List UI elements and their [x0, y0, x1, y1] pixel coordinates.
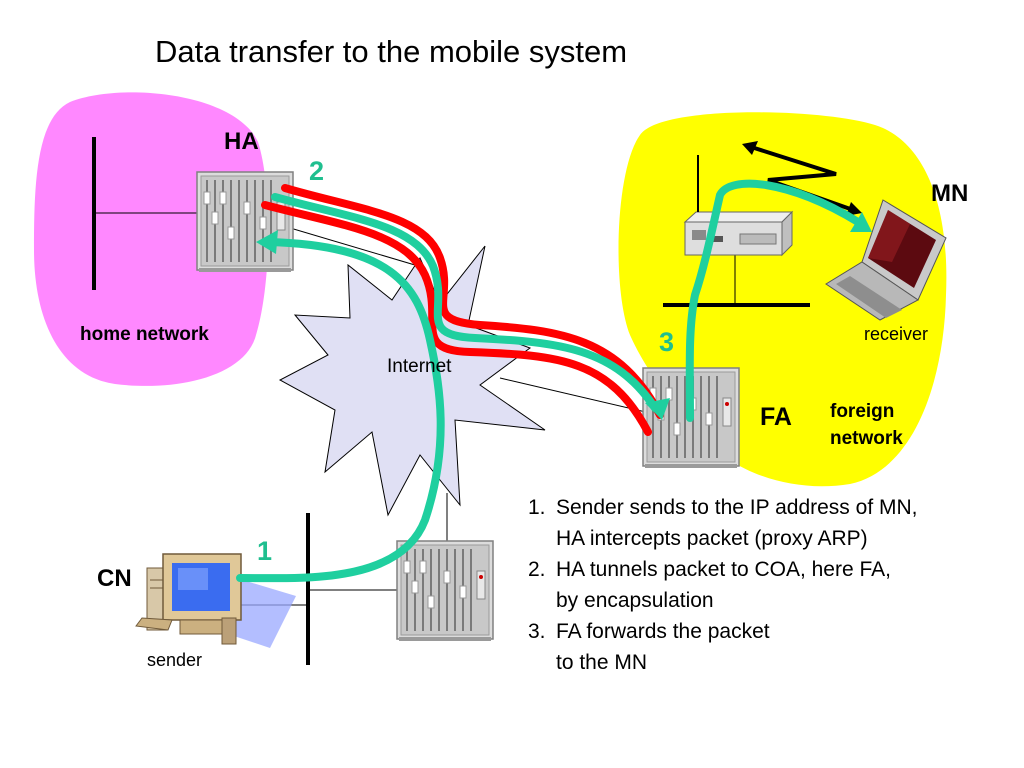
internet-label: Internet	[387, 356, 452, 377]
foreign-network-label-line1: foreign	[830, 401, 895, 422]
home-agent-router-icon	[196, 171, 294, 273]
ha-label: HA	[224, 128, 259, 155]
list-item-line: by encapsulation	[556, 589, 714, 612]
mobile-node-laptop-icon	[825, 199, 947, 321]
list-item: 3. FA forwards the packet to the MN	[528, 616, 917, 678]
list-item-number: 2.	[528, 558, 546, 581]
home-network-label: home network	[80, 324, 209, 345]
internet-router-icon	[396, 540, 494, 642]
packet-path	[236, 179, 862, 583]
list-item-number: 1.	[528, 496, 546, 519]
correspondent-node-computer-icon	[135, 553, 296, 648]
foreign-network-label-line2: network	[830, 428, 903, 449]
list-item: 1. Sender sends to the IP address of MN,…	[528, 492, 917, 554]
list-item-line: HA intercepts packet (proxy ARP)	[556, 527, 868, 550]
arrow-to-mn	[850, 212, 872, 232]
tunnel-path	[261, 184, 664, 436]
list-item-line: HA tunnels packet to COA, here FA,	[556, 558, 892, 581]
list-item-line: to the MN	[556, 651, 648, 674]
list-item-line: Sender sends to the IP address of MN,	[556, 496, 918, 519]
step-1-number: 1	[257, 536, 273, 566]
internet-cloud	[278, 245, 546, 517]
step-2-number: 2	[309, 156, 325, 186]
cn-label: CN	[97, 565, 132, 592]
receiver-label: receiver	[864, 324, 929, 344]
list-item-line: FA forwards the packet	[556, 620, 770, 643]
sender-label: sender	[147, 650, 203, 670]
fa-label: FA	[760, 403, 792, 431]
arrow-to-fa	[645, 398, 670, 420]
list-item: 2. HA tunnels packet to COA, here FA, by…	[528, 554, 917, 616]
page-title: Data transfer to the mobile system	[155, 34, 628, 69]
explanation-list: 1. Sender sends to the IP address of MN,…	[528, 492, 917, 678]
arrow-to-ha	[256, 230, 278, 254]
step-3-number: 3	[659, 327, 675, 357]
mn-label: MN	[931, 180, 969, 207]
list-item-number: 3.	[528, 620, 546, 643]
